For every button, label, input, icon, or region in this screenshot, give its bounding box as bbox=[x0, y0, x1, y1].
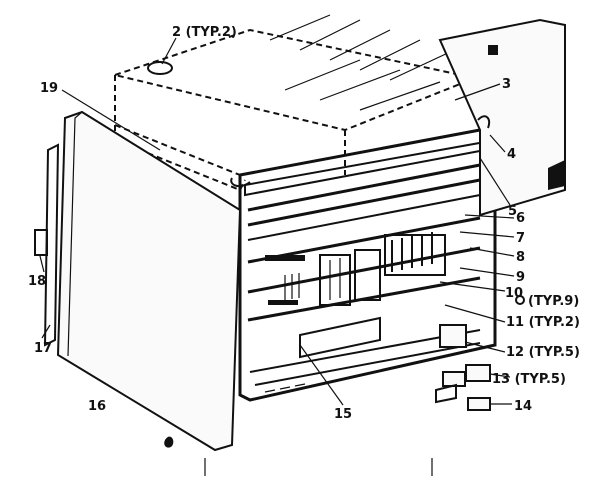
right-side-panel bbox=[438, 18, 566, 217]
callout-8: 8 bbox=[516, 250, 525, 265]
callout-3: 3 bbox=[502, 77, 511, 92]
callout-17: 17 bbox=[34, 341, 52, 356]
screw-typ9 bbox=[515, 295, 525, 305]
callout-18: 18 bbox=[28, 274, 46, 289]
door-16 bbox=[56, 110, 242, 452]
callout-11: 11 (TYP.2) bbox=[506, 315, 580, 330]
callout-6: 6 bbox=[516, 211, 525, 226]
bracket-4 bbox=[477, 115, 491, 129]
hinge-strip-17 bbox=[43, 143, 60, 347]
top-cover bbox=[111, 14, 479, 176]
small-parts bbox=[435, 324, 491, 411]
leader-lines bbox=[39, 37, 515, 406]
callout-16: 16 bbox=[88, 399, 106, 414]
panel-corner bbox=[548, 160, 565, 190]
door-pin bbox=[164, 436, 174, 448]
interior-slats bbox=[264, 232, 446, 393]
callout-5: 5 bbox=[508, 204, 517, 219]
callout-12: 12 (TYP.5) bbox=[506, 345, 580, 360]
callout-typ9: (TYP.9) bbox=[528, 294, 579, 309]
callout-10: 10 bbox=[505, 286, 523, 301]
callout-7: 7 bbox=[516, 231, 525, 246]
fastener-2 bbox=[147, 61, 173, 75]
callout-9: 9 bbox=[516, 270, 525, 285]
cabinet-body bbox=[238, 128, 497, 402]
panel-screw-hole bbox=[488, 45, 498, 55]
callout-19: 19 bbox=[40, 81, 58, 96]
callout-2: 2 (TYP.2) bbox=[172, 25, 237, 40]
callout-15: 15 bbox=[334, 407, 352, 422]
callout-13: 13 (TYP.5) bbox=[492, 372, 566, 387]
handle-18 bbox=[34, 229, 48, 256]
door-edge bbox=[67, 111, 83, 357]
callout-14: 14 bbox=[514, 399, 532, 414]
rear-panel-notch bbox=[230, 177, 251, 188]
callout-4: 4 bbox=[507, 147, 516, 162]
